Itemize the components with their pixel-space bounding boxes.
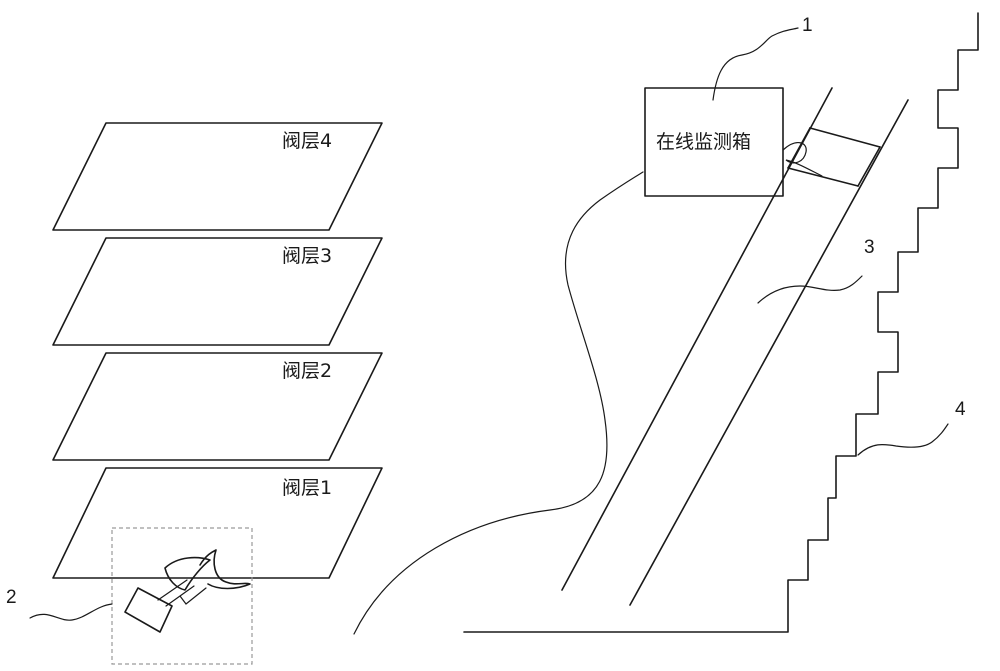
staircase [463, 12, 979, 633]
callout-4-leader [857, 423, 949, 456]
sensor-base-icon [124, 587, 173, 633]
valve-layer-4: 阀层4 [52, 122, 383, 231]
monitor-box-label: 在线监测箱 [656, 131, 751, 153]
valve-layer-2-label: 阀层2 [282, 360, 332, 382]
valve-layer-4-plate [52, 122, 383, 231]
sensor-horn-icon [199, 549, 251, 590]
duct-rung-top [809, 127, 881, 148]
valve-layer-1-label: 阀层1 [282, 477, 332, 499]
valve-layer-1-plate [52, 467, 383, 579]
sensor-dish-icon [164, 556, 211, 591]
callout-2-leader [29, 603, 113, 621]
duct-rung-bottom [787, 167, 859, 187]
valve-layer-2-plate [52, 352, 383, 461]
sensor-arm-icon [157, 579, 207, 607]
sensor-device [111, 527, 253, 665]
valve-layer-3-label: 阀层3 [282, 245, 332, 267]
cable-duct [561, 87, 909, 606]
callout-2-label: 2 [6, 587, 17, 608]
duct-clamp-icon [782, 142, 823, 177]
callout-4-label: 4 [955, 399, 966, 420]
duct-rung-side-right [857, 146, 881, 187]
valve-layer-3: 阀层3 [52, 237, 383, 346]
signal-cable [353, 171, 644, 635]
sensor-highlight-box [111, 527, 253, 665]
staircase-outline [463, 12, 979, 633]
callout-1-label: 1 [802, 15, 813, 36]
valve-layer-4-label: 阀层4 [282, 130, 332, 152]
duct-rail-right [629, 99, 909, 606]
duct-rail-left [561, 87, 833, 591]
callout-3-leader [757, 275, 863, 304]
monitor-box: 在线监测箱 [644, 87, 784, 197]
monitor-box-frame [644, 87, 784, 197]
callout-1-leader [712, 27, 799, 101]
valve-layer-2: 阀层2 [52, 352, 383, 461]
valve-layer-1: 阀层1 [52, 467, 383, 579]
callout-3-label: 3 [864, 237, 875, 258]
valve-layer-3-plate [52, 237, 383, 346]
